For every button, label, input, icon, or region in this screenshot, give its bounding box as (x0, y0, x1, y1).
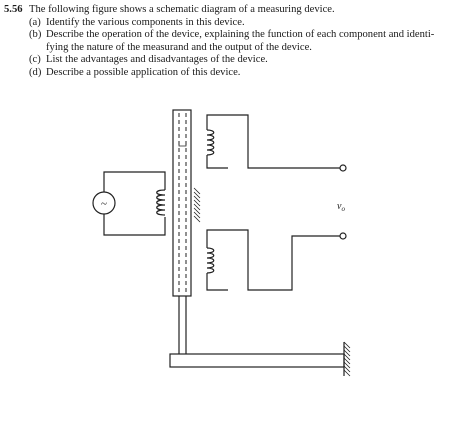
output-terminal-bottom (339, 232, 347, 240)
part-text: Describe a possible application of this … (46, 66, 241, 78)
part-c: (c) List the advantages and disadvantage… (4, 54, 472, 67)
part-d: (d) Describe a possible application of t… (4, 67, 472, 80)
primary-lead-top (103, 171, 166, 192)
problem-lead-row: 5.56 The following figure shows a schema… (4, 4, 472, 17)
lower-secondary-coil (206, 247, 215, 274)
part-text: List the advantages and disadvantages of… (46, 54, 268, 66)
part-text: Describe the operation of the device, ex… (46, 29, 435, 41)
part-label: (c) (29, 54, 41, 66)
part-b-continuation: fying the nature of the measurand and th… (46, 41, 312, 53)
ac-source-symbol: ~ (101, 198, 107, 210)
lower-secondary-lead-out (206, 229, 340, 291)
lower-secondary-lead-tail (206, 273, 228, 291)
core-top (178, 144, 187, 147)
problem-lead: The following figure shows a schematic d… (29, 4, 335, 15)
upper-secondary-coil (206, 129, 215, 156)
part-label: (d) (29, 66, 42, 78)
wall-hatching (343, 341, 351, 377)
part-text: Identify the various components in this … (46, 16, 245, 28)
primary-lead-bottom (103, 214, 166, 236)
output-terminal-top (339, 164, 347, 172)
part-b: (b) Describe the operation of the device… (4, 29, 472, 42)
problem-text: 5.56 The following figure shows a schema… (4, 4, 472, 80)
part-label: (b) (29, 29, 42, 41)
upper-secondary-lead-out (206, 114, 340, 169)
coil-former (172, 109, 192, 297)
part-a: (a) Identify the various components in t… (4, 17, 472, 30)
part-label: (a) (29, 16, 41, 28)
upper-secondary-lead-tail (206, 155, 228, 169)
housing-hatching (193, 187, 201, 223)
output-voltage-label: vo (337, 201, 345, 213)
base-plate (169, 353, 345, 368)
primary-coil (156, 189, 166, 216)
problem-number: 5.56 (4, 4, 23, 15)
